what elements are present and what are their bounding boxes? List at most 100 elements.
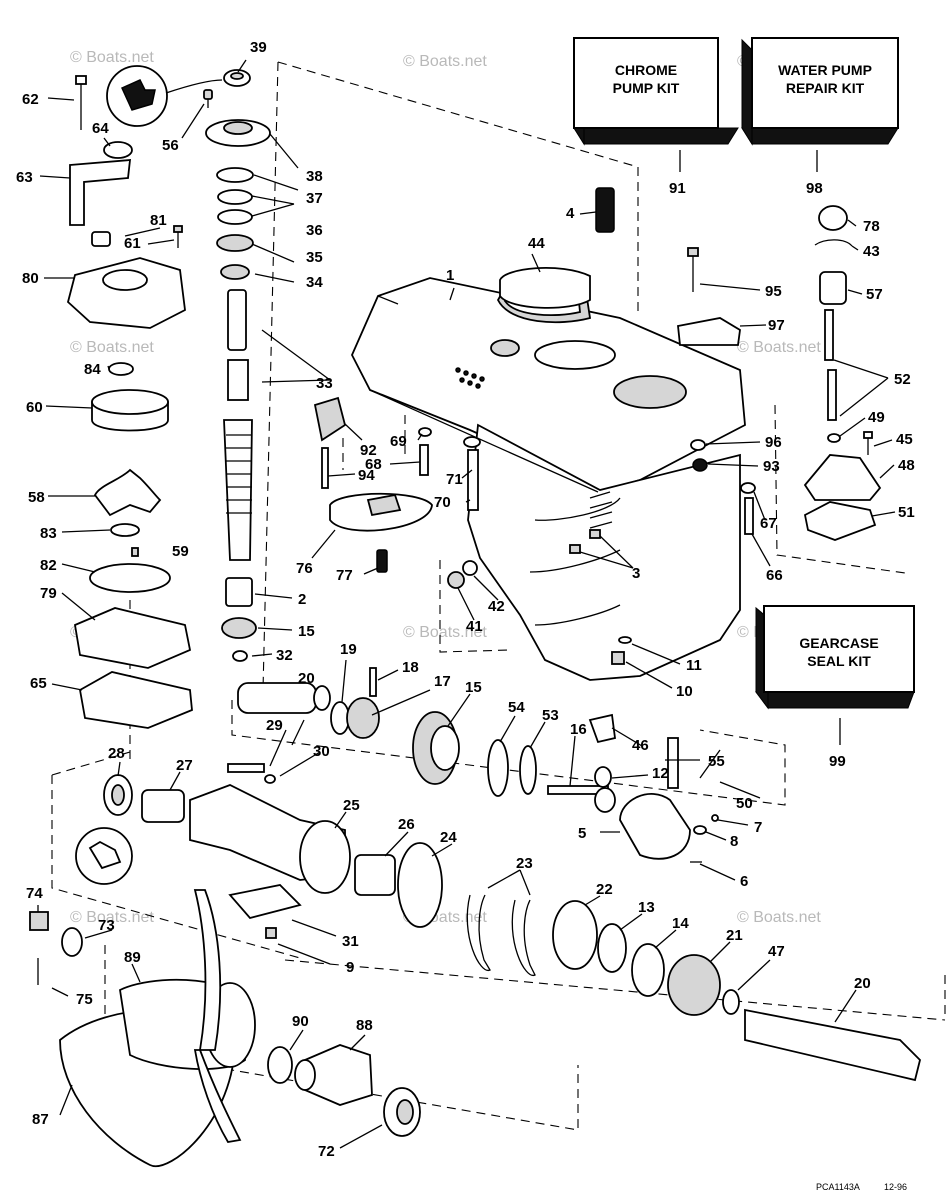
callout: 36 bbox=[306, 222, 323, 239]
kit-water-pump[interactable]: WATER PUMP REPAIR KIT bbox=[741, 37, 899, 146]
drawing-code-date: 12-96 bbox=[884, 1182, 907, 1192]
svg-text:© Boats.net: © Boats.net bbox=[403, 624, 487, 641]
callout: 19 bbox=[340, 641, 357, 658]
callout: 5 bbox=[578, 825, 586, 842]
kit-gearcase-seal[interactable]: GEARCASE SEAL KIT bbox=[755, 605, 915, 710]
callout: 48 bbox=[898, 457, 915, 474]
callout: 42 bbox=[488, 598, 505, 615]
callout: 76 bbox=[296, 560, 313, 577]
kit-ref-water: 98 bbox=[806, 180, 823, 197]
callout: 39 bbox=[250, 39, 267, 56]
callout: 22 bbox=[596, 881, 613, 898]
callout: 51 bbox=[898, 504, 915, 521]
callout: 79 bbox=[40, 585, 57, 602]
callout: 55 bbox=[708, 753, 725, 770]
svg-text:© Boats.net: © Boats.net bbox=[70, 339, 154, 356]
callout: 10 bbox=[676, 683, 693, 700]
callout: 16 bbox=[570, 721, 587, 738]
kit-label-line1: CHROME bbox=[615, 62, 677, 78]
propeller-shaft-assembly[interactable] bbox=[141, 667, 921, 1082]
callout: 95 bbox=[765, 283, 782, 300]
callout: 70 bbox=[434, 494, 451, 511]
callout: 92 bbox=[360, 442, 377, 459]
callout: 8 bbox=[730, 833, 738, 850]
callout: 59 bbox=[172, 543, 189, 560]
callout: 67 bbox=[760, 515, 777, 532]
propeller-group[interactable] bbox=[29, 889, 421, 1168]
callout: 94 bbox=[358, 467, 375, 484]
callout: 52 bbox=[894, 371, 911, 388]
water-intake-slots bbox=[589, 491, 613, 529]
callout: 87 bbox=[32, 1111, 49, 1128]
callout: 26 bbox=[398, 816, 415, 833]
callout: 61 bbox=[124, 235, 141, 252]
callout: 43 bbox=[863, 243, 880, 260]
callout: 53 bbox=[542, 707, 559, 724]
callout: 34 bbox=[306, 274, 323, 291]
callout: 20 bbox=[298, 670, 315, 687]
svg-text:© Boats.net: © Boats.net bbox=[70, 49, 154, 66]
drawing-code-id: PCA1143A bbox=[816, 1182, 860, 1192]
drive-shaft-components[interactable] bbox=[66, 65, 271, 885]
callout: 21 bbox=[726, 927, 743, 944]
callout: 1 bbox=[446, 267, 454, 284]
assembly-outlines bbox=[51, 61, 946, 1131]
callout: 96 bbox=[765, 434, 782, 451]
callout: 11 bbox=[686, 657, 702, 674]
kit-label-line1: WATER PUMP bbox=[778, 62, 872, 78]
callout: 65 bbox=[30, 675, 47, 692]
callout: 60 bbox=[26, 399, 43, 416]
svg-text:© Boats.net: © Boats.net bbox=[737, 909, 821, 926]
svg-text:© Boats.net: © Boats.net bbox=[70, 909, 154, 926]
callout: 93 bbox=[763, 458, 780, 475]
callout: 97 bbox=[768, 317, 785, 334]
callout: 71 bbox=[446, 471, 463, 488]
callout: 9 bbox=[346, 959, 354, 976]
callout: 68 bbox=[365, 456, 382, 473]
drawing-code: PCA1143A 12-96 bbox=[816, 1182, 907, 1192]
callout: 47 bbox=[768, 943, 785, 960]
callout: 32 bbox=[276, 647, 293, 664]
callout: 25 bbox=[343, 797, 360, 814]
callout: 54 bbox=[508, 699, 525, 716]
callout: 49 bbox=[868, 409, 885, 426]
svg-text:© Boats.net: © Boats.net bbox=[403, 53, 487, 70]
kit-ref-seal: 99 bbox=[829, 753, 846, 770]
callout: 37 bbox=[306, 190, 323, 207]
kit-chrome-pump[interactable]: CHROME PUMP KIT bbox=[573, 37, 739, 146]
callout: 66 bbox=[766, 567, 783, 584]
callout: 7 bbox=[754, 819, 762, 836]
callout: 35 bbox=[306, 249, 323, 266]
callout: 73 bbox=[98, 917, 115, 934]
callout: 64 bbox=[92, 120, 109, 137]
callout: 14 bbox=[672, 915, 689, 932]
callout: 3 bbox=[632, 565, 640, 582]
callout: 18 bbox=[402, 659, 419, 676]
right-side-components[interactable] bbox=[313, 187, 882, 665]
callout: 44 bbox=[528, 235, 545, 252]
callout: 90 bbox=[292, 1013, 309, 1030]
callout-labels: 39 62 64 56 38 63 37 36 81 61 35 34 80 3… bbox=[16, 39, 915, 1160]
callout: 12 bbox=[652, 765, 669, 782]
callout: 69 bbox=[390, 433, 407, 450]
callout: 84 bbox=[84, 361, 101, 378]
leader-lines bbox=[37, 59, 896, 1149]
callout: 88 bbox=[356, 1017, 373, 1034]
svg-text:© Boats.net: © Boats.net bbox=[737, 339, 821, 356]
shaft-splines bbox=[226, 434, 252, 514]
callout: 50 bbox=[736, 795, 753, 812]
callout: 56 bbox=[162, 137, 179, 154]
callout: 80 bbox=[22, 270, 39, 287]
callout: 89 bbox=[124, 949, 141, 966]
callout: 20 bbox=[854, 975, 871, 992]
gearcase-housing[interactable] bbox=[351, 276, 746, 681]
callout: 29 bbox=[266, 717, 283, 734]
kit-label-line2: PUMP KIT bbox=[613, 80, 680, 96]
callout: 78 bbox=[863, 218, 880, 235]
callout: 28 bbox=[108, 745, 125, 762]
callout: 74 bbox=[26, 885, 43, 902]
kit-ref-chrome: 91 bbox=[669, 180, 686, 197]
kit-label-line1: GEARCASE bbox=[799, 635, 878, 651]
callout: 2 bbox=[298, 591, 306, 608]
